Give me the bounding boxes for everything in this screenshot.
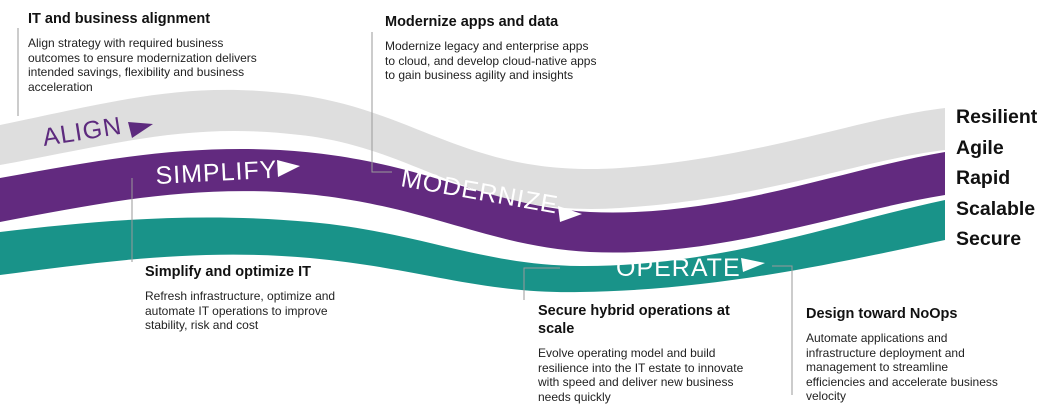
callout-noops: Design toward NoOps Automate application… bbox=[806, 305, 1006, 404]
operate-label: OPERATE bbox=[616, 254, 741, 282]
simplify-label-group: SIMPLIFY bbox=[155, 156, 300, 190]
leader-lines bbox=[17, 28, 793, 395]
callout-modernize: Modernize apps and data Modernize legacy… bbox=[385, 13, 597, 83]
operate-band bbox=[0, 200, 945, 293]
quality-agile: Agile bbox=[956, 136, 1004, 159]
callout-align-text: Align strategy with required business ou… bbox=[28, 36, 257, 94]
modernize-arrow-icon bbox=[558, 206, 582, 222]
callout-simplify: Simplify and optimize IT Refresh infrast… bbox=[145, 263, 355, 333]
callout-secure-text: Evolve operating model and build resilie… bbox=[538, 346, 744, 404]
simplify-label: SIMPLIFY bbox=[155, 156, 278, 190]
qualities-list: Resilient Agile Rapid Scalable Secure bbox=[956, 102, 1037, 255]
quality-scalable: Scalable bbox=[956, 197, 1036, 220]
callout-secure-title: Secure hybrid operations at scale bbox=[538, 303, 730, 337]
callout-noops-title: Design toward NoOps bbox=[806, 306, 958, 322]
callout-modernize-title: Modernize apps and data bbox=[385, 14, 559, 30]
leader-modernize bbox=[371, 32, 392, 173]
operate-label-group: OPERATE bbox=[616, 254, 765, 282]
callout-modernize-text: Modernize legacy and enterprise apps to … bbox=[385, 39, 597, 82]
simplify-band bbox=[0, 149, 945, 253]
quality-rapid: Rapid bbox=[956, 167, 1011, 189]
leader-noops bbox=[772, 265, 793, 395]
callout-align: IT and business alignment Align strategy… bbox=[28, 10, 268, 94]
callout-simplify-title: Simplify and optimize IT bbox=[145, 264, 311, 280]
callout-noops-text: Automate applications and infrastructure… bbox=[806, 331, 998, 403]
quality-secure: Secure bbox=[956, 228, 1022, 250]
align-band bbox=[0, 89, 945, 209]
operate-arrow-icon bbox=[741, 258, 765, 272]
align-arrow-icon bbox=[128, 122, 153, 138]
quality-resilient: Resilient bbox=[956, 106, 1038, 128]
callout-align-title: IT and business alignment bbox=[28, 11, 211, 27]
leader-secure bbox=[523, 267, 560, 300]
simplify-arrow-icon bbox=[277, 160, 300, 177]
callout-secure: Secure hybrid operations at scale Evolve… bbox=[538, 302, 746, 404]
callout-simplify-text: Refresh infrastructure, optimize and aut… bbox=[145, 289, 336, 332]
